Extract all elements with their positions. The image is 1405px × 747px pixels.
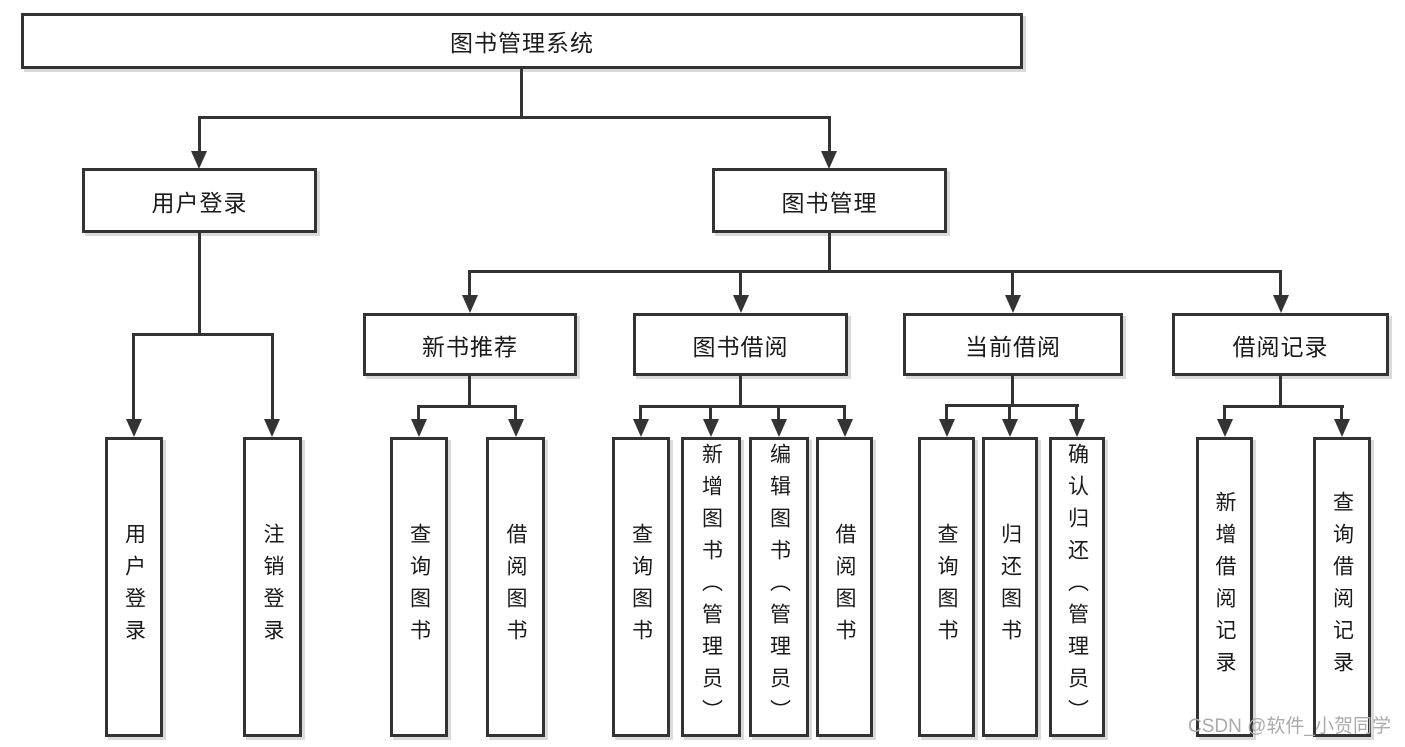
leaf-label: 确认归还（管理员）: [1065, 443, 1089, 731]
connector-line: [1223, 405, 1226, 419]
leaf-logout: 注销登录: [243, 437, 302, 737]
connector-line: [417, 405, 517, 408]
leaf-add-borrow-record: 新增借阅记录: [1196, 437, 1253, 737]
connector-line: [777, 405, 780, 419]
connector-line: [271, 333, 274, 419]
node-label: 图书借阅: [692, 333, 789, 360]
leaf-label: 查询图书: [935, 523, 958, 651]
connector-line: [514, 405, 517, 419]
csdn-watermark: CSDN @软件_小贺同学: [1188, 716, 1391, 737]
node-book-management: 图书管理: [712, 168, 947, 233]
node-borrow-record: 借阅记录: [1172, 313, 1389, 376]
connector-line: [198, 116, 201, 152]
arrowhead-down: [633, 419, 649, 437]
node-user-login: 用户登录: [82, 168, 317, 233]
connector-line: [945, 404, 948, 419]
connector-line: [639, 405, 642, 419]
connector-line: [1075, 404, 1078, 419]
arrowhead-down: [733, 295, 749, 313]
arrowhead-down: [411, 419, 427, 437]
arrowhead-down: [126, 419, 142, 437]
connector-line: [1011, 376, 1014, 406]
connector-line: [1279, 270, 1282, 295]
arrowhead-down: [821, 151, 837, 169]
leaf-label: 新增借阅记录: [1213, 491, 1236, 683]
connector-line: [709, 405, 712, 419]
connector-line: [1011, 270, 1014, 295]
arrowhead-down: [1334, 419, 1350, 437]
leaf-label: 查询图书: [407, 523, 431, 651]
leaf-add-books-admin: 新增图书（管理员）: [681, 437, 741, 737]
leaf-return-books: 归还图书: [982, 437, 1038, 737]
arrowhead-down: [837, 419, 853, 437]
connector-line: [739, 270, 742, 295]
arrowhead-down: [462, 295, 478, 313]
leaf-label: 归还图书: [998, 523, 1022, 651]
node-book-borrow: 图书借阅: [633, 313, 848, 376]
connector-line: [520, 69, 523, 117]
node-label: 用户登录: [151, 189, 248, 216]
connector-line: [828, 233, 831, 272]
connector-line: [1223, 405, 1344, 408]
leaf-label: 查询借阅记录: [1330, 491, 1354, 683]
arrowhead-down: [1273, 295, 1289, 313]
arrowhead-down: [191, 151, 207, 169]
node-label: 当前借阅: [965, 333, 1061, 360]
leaf-query-borrow-record: 查询借阅记录: [1313, 437, 1371, 737]
leaf-query-books-borrow: 查询图书: [612, 437, 670, 737]
connector-line: [417, 405, 420, 419]
node-label: 图书管理系统: [450, 30, 594, 56]
connector-line: [945, 404, 1079, 407]
leaf-query-books-current: 查询图书: [918, 437, 975, 737]
node-library-management-system: 图书管理系统: [21, 13, 1023, 69]
arrowhead-down: [939, 419, 955, 437]
arrowhead-down: [264, 419, 280, 437]
connector-line: [468, 270, 1282, 273]
arrowhead-down: [771, 419, 787, 437]
leaf-label: 用户登录: [122, 523, 146, 651]
connector-line: [132, 333, 274, 336]
arrowhead-down: [1002, 419, 1018, 437]
leaf-user-login: 用户登录: [105, 437, 163, 737]
arrowhead-down: [1005, 295, 1021, 313]
leaf-label: 借阅图书: [504, 523, 527, 651]
node-new-book-recommend: 新书推荐: [363, 313, 577, 376]
leaf-label: 注销登录: [261, 523, 284, 651]
connector-line: [1008, 404, 1011, 419]
arrowhead-down: [508, 419, 524, 437]
connector-line: [1279, 376, 1282, 407]
connector-line: [639, 405, 846, 408]
connector-line: [468, 270, 471, 295]
arrowhead-down: [1069, 419, 1085, 437]
arrowhead-down: [703, 419, 719, 437]
connector-line: [828, 116, 831, 152]
node-label: 新书推荐: [422, 333, 518, 360]
connector-line: [198, 233, 201, 335]
leaf-label: 新增图书（管理员）: [699, 443, 723, 731]
leaf-label: 编辑图书（管理员）: [767, 443, 791, 731]
leaf-label: 借阅图书: [833, 523, 856, 651]
node-label: 借阅记录: [1232, 333, 1329, 360]
connector-line: [1340, 405, 1343, 419]
connector-line: [132, 333, 135, 419]
leaf-query-books-recommend: 查询图书: [390, 437, 448, 737]
node-current-borrow: 当前借阅: [903, 313, 1123, 376]
leaf-edit-books-admin: 编辑图书（管理员）: [749, 437, 809, 737]
node-label: 图书管理: [781, 189, 878, 216]
leaf-borrow-books-recommend: 借阅图书: [486, 437, 545, 737]
connector-line: [198, 116, 831, 119]
leaf-confirm-return-admin: 确认归还（管理员）: [1049, 437, 1105, 737]
connector-line: [468, 376, 471, 407]
connector-line: [739, 376, 742, 407]
leaf-label: 查询图书: [629, 523, 653, 651]
leaf-borrow-books: 借阅图书: [816, 437, 873, 737]
arrowhead-down: [1217, 419, 1233, 437]
connector-line: [843, 405, 846, 419]
